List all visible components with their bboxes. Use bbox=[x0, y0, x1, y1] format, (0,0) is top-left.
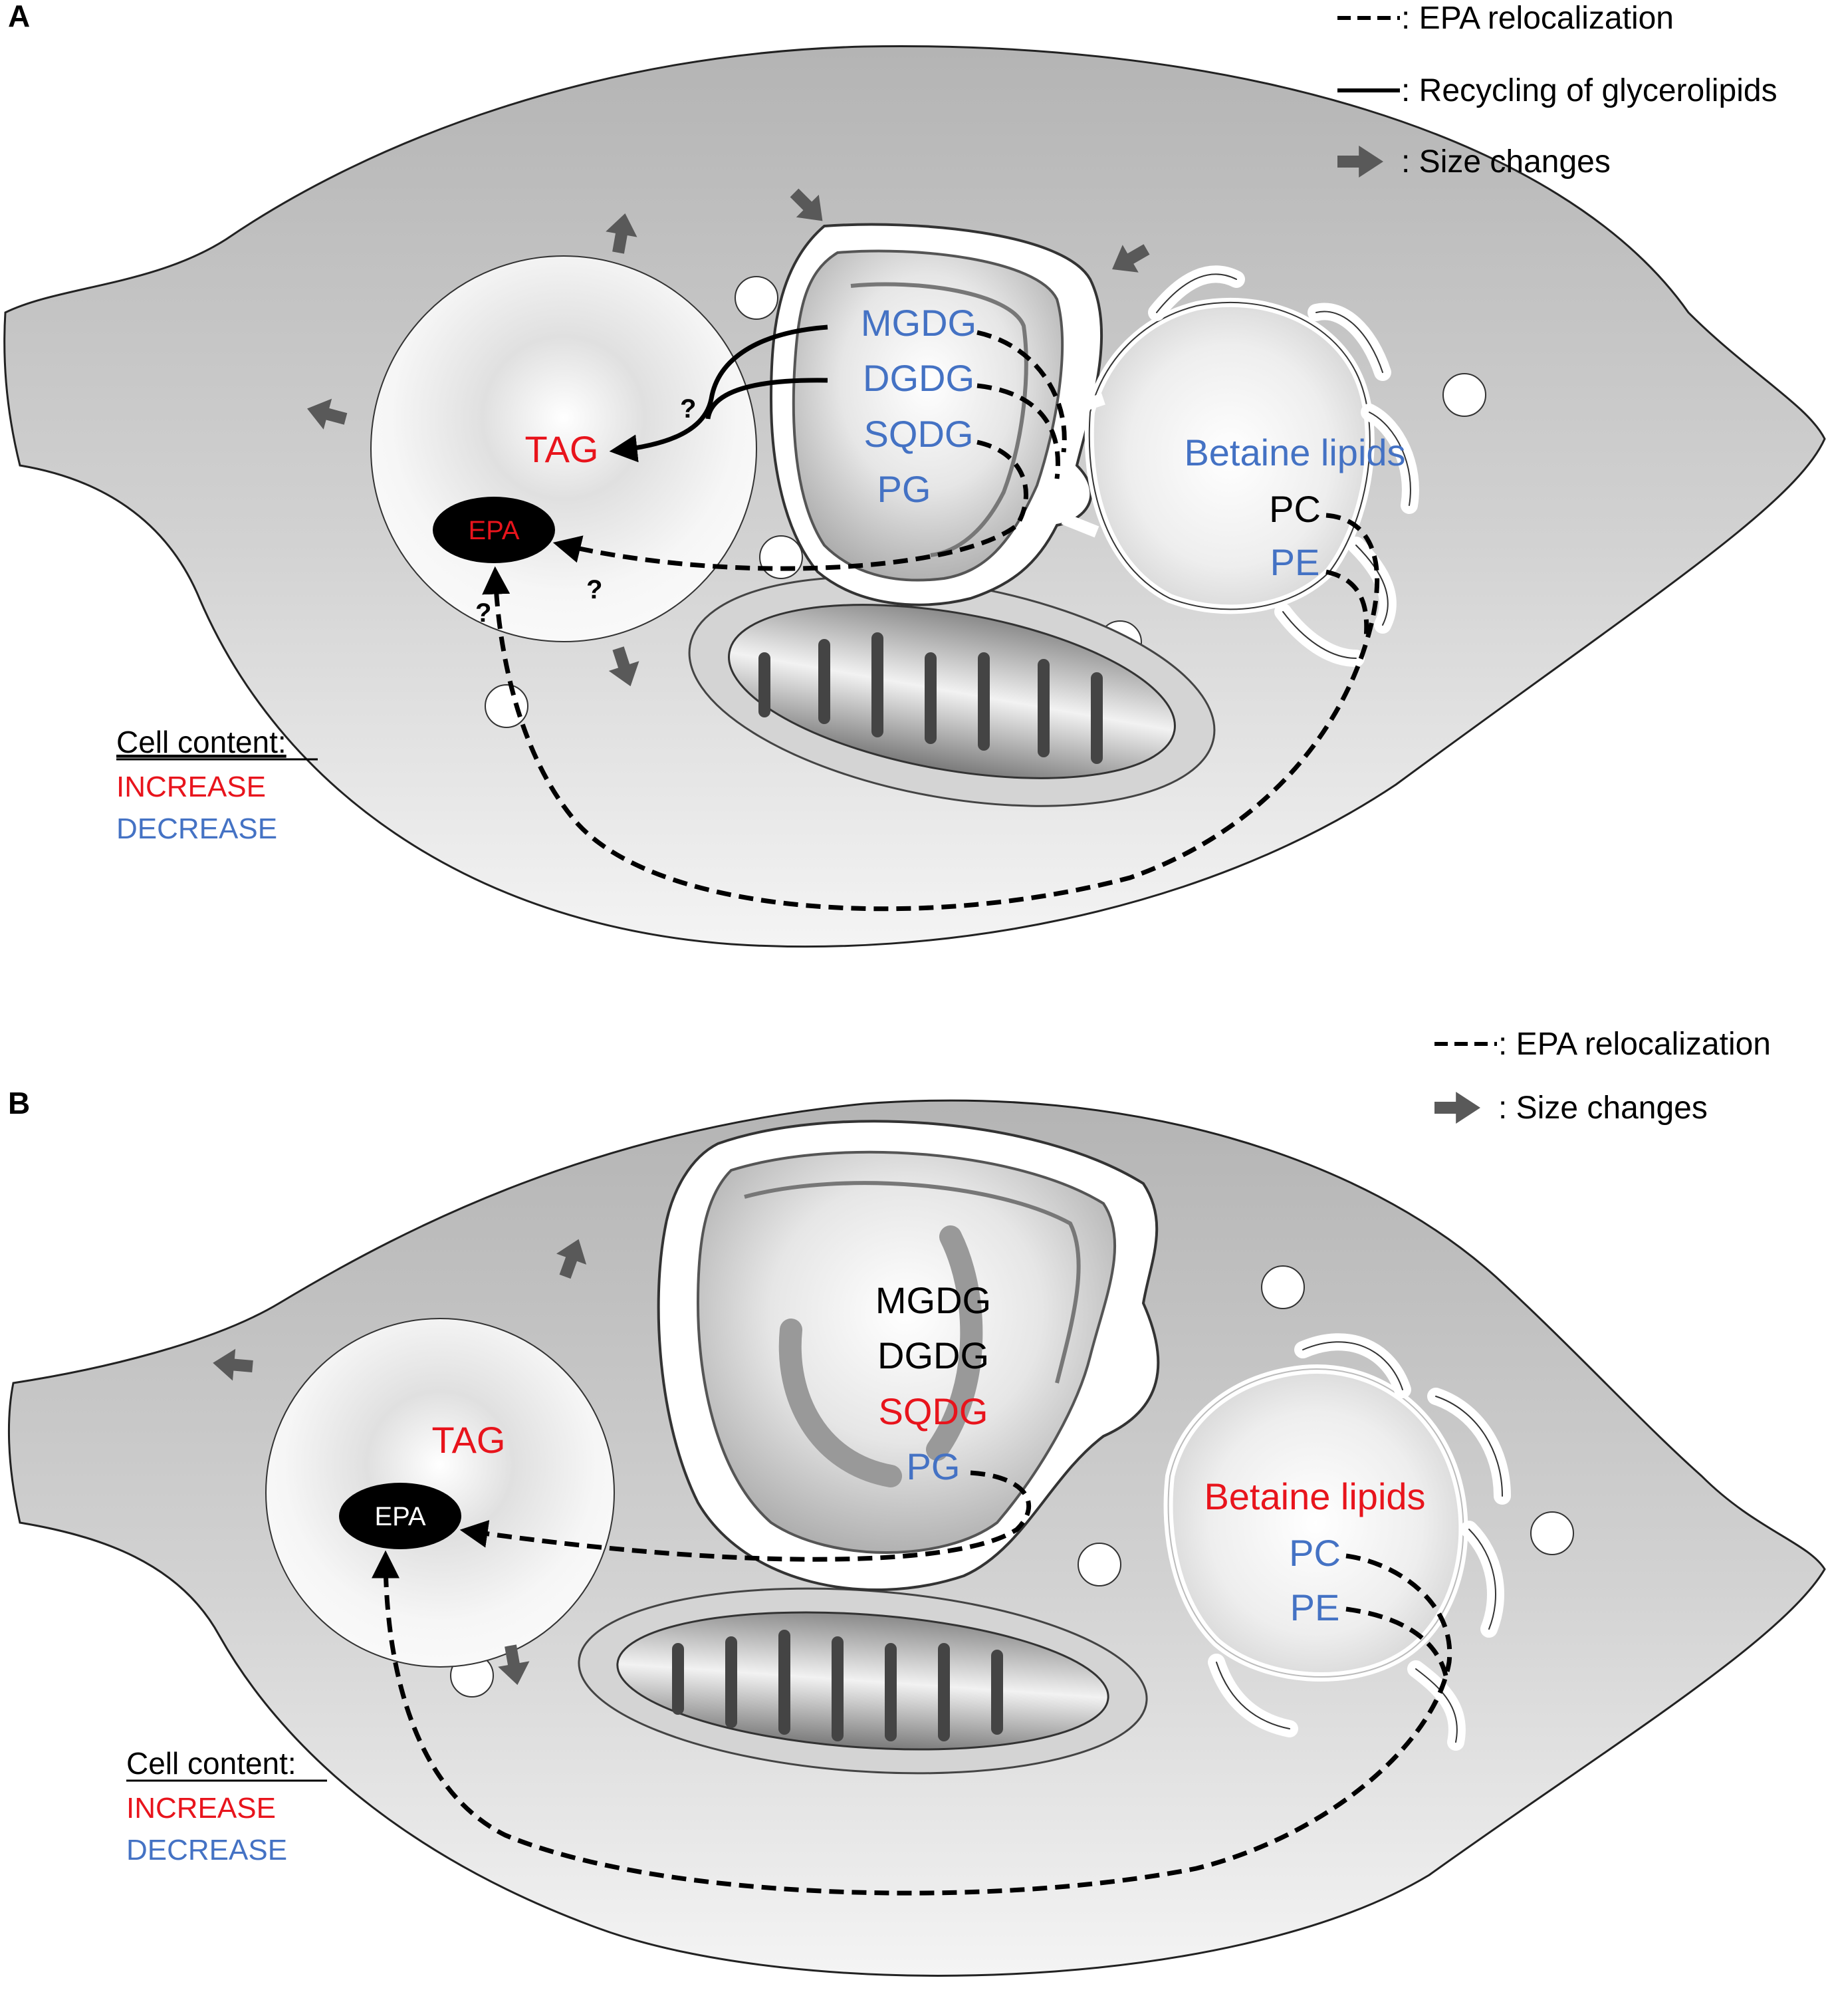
question-mark: ? bbox=[680, 394, 696, 424]
panel-b: B EPA TAG MGDG DGDG bbox=[7, 1027, 1826, 1977]
mgdg-label-a: MGDG bbox=[861, 302, 976, 344]
panel-b-label: B bbox=[8, 1086, 30, 1120]
plastid-b bbox=[657, 1120, 1160, 1592]
legend-text: : Size changes bbox=[1498, 1090, 1708, 1126]
epa-relocalization-pe-a bbox=[1325, 569, 1369, 639]
epa-relocalization-plastid-b bbox=[459, 1470, 1032, 1562]
pg-label-b: PG bbox=[907, 1446, 961, 1487]
dgdg-label-a: DGDG bbox=[863, 357, 974, 399]
cell-content-heading: Cell content: bbox=[126, 1746, 296, 1781]
pc-label-a: PC bbox=[1269, 488, 1321, 530]
tag-label-a: TAG bbox=[525, 428, 599, 470]
sqdg-label-b: SQDG bbox=[879, 1390, 988, 1432]
betaine-label-b: Betaine lipids bbox=[1204, 1475, 1425, 1517]
legend-text: : EPA relocalization bbox=[1498, 1027, 1771, 1062]
vesicle bbox=[735, 276, 778, 320]
er-b bbox=[1163, 1333, 1511, 1751]
cell-content-key-b: Cell content: INCREASE DECREASE bbox=[126, 1746, 327, 1866]
er-a bbox=[1061, 265, 1419, 667]
pg-label-a: PG bbox=[877, 468, 931, 510]
recycling-arrow-dgdg bbox=[705, 378, 828, 420]
vesicle bbox=[759, 535, 803, 579]
recycling-arrow-mgdg bbox=[609, 324, 828, 463]
sqdg-label-a: SQDG bbox=[864, 413, 974, 455]
epa-relocalization-er-a bbox=[482, 513, 1380, 912]
epa-droplet-a bbox=[433, 497, 555, 563]
epa-relocalization-er-b bbox=[372, 1550, 1452, 1896]
mitochondrion-b bbox=[578, 1587, 1148, 1775]
epa-relocalization-plastid-a bbox=[558, 330, 1067, 571]
vesicle bbox=[485, 684, 528, 728]
vesicle bbox=[1530, 1511, 1574, 1555]
cell-content-increase: INCREASE bbox=[116, 771, 266, 803]
betaine-label-a: Betaine lipids bbox=[1184, 432, 1405, 473]
cell-content-increase: INCREASE bbox=[126, 1792, 276, 1825]
vesicle bbox=[1442, 373, 1486, 417]
dgdg-label-b: DGDG bbox=[877, 1334, 989, 1376]
legend-text: : Recycling of glycerolipids bbox=[1401, 73, 1777, 108]
epa-relocalization-pe-b bbox=[1345, 1606, 1448, 1676]
mgdg-label-b: MGDG bbox=[875, 1279, 991, 1321]
legend-a: : EPA relocalization : Recycling of glyc… bbox=[1337, 1, 1777, 180]
cell-content-heading: Cell content: bbox=[116, 725, 286, 759]
legend-text: : EPA relocalization bbox=[1401, 1, 1674, 36]
legend-text: : Size changes bbox=[1401, 144, 1611, 180]
vesicle bbox=[1078, 1543, 1121, 1586]
epa-label-a: EPA bbox=[468, 516, 519, 545]
epa-label-b: EPA bbox=[374, 1502, 425, 1531]
panel-a: A EPA bbox=[3, 0, 1826, 948]
tag-label-b: TAG bbox=[432, 1419, 506, 1461]
pc-label-b: PC bbox=[1289, 1532, 1341, 1574]
question-mark: ? bbox=[475, 598, 491, 628]
cell-content-key-a: Cell content: INCREASE DECREASE bbox=[116, 725, 318, 845]
legend-gray-arrow bbox=[1434, 1092, 1480, 1124]
question-mark: ? bbox=[586, 575, 602, 604]
pe-label-a: PE bbox=[1270, 541, 1320, 583]
legend-b: : EPA relocalization : Size changes bbox=[1434, 1027, 1771, 1126]
pe-label-b: PE bbox=[1290, 1586, 1340, 1628]
cell-content-decrease: DECREASE bbox=[126, 1834, 287, 1866]
vesicle bbox=[1261, 1265, 1305, 1309]
epa-droplet-b bbox=[339, 1483, 461, 1549]
cell-content-decrease: DECREASE bbox=[116, 813, 277, 845]
panel-a-label: A bbox=[8, 0, 30, 33]
plastid-a bbox=[769, 223, 1103, 606]
